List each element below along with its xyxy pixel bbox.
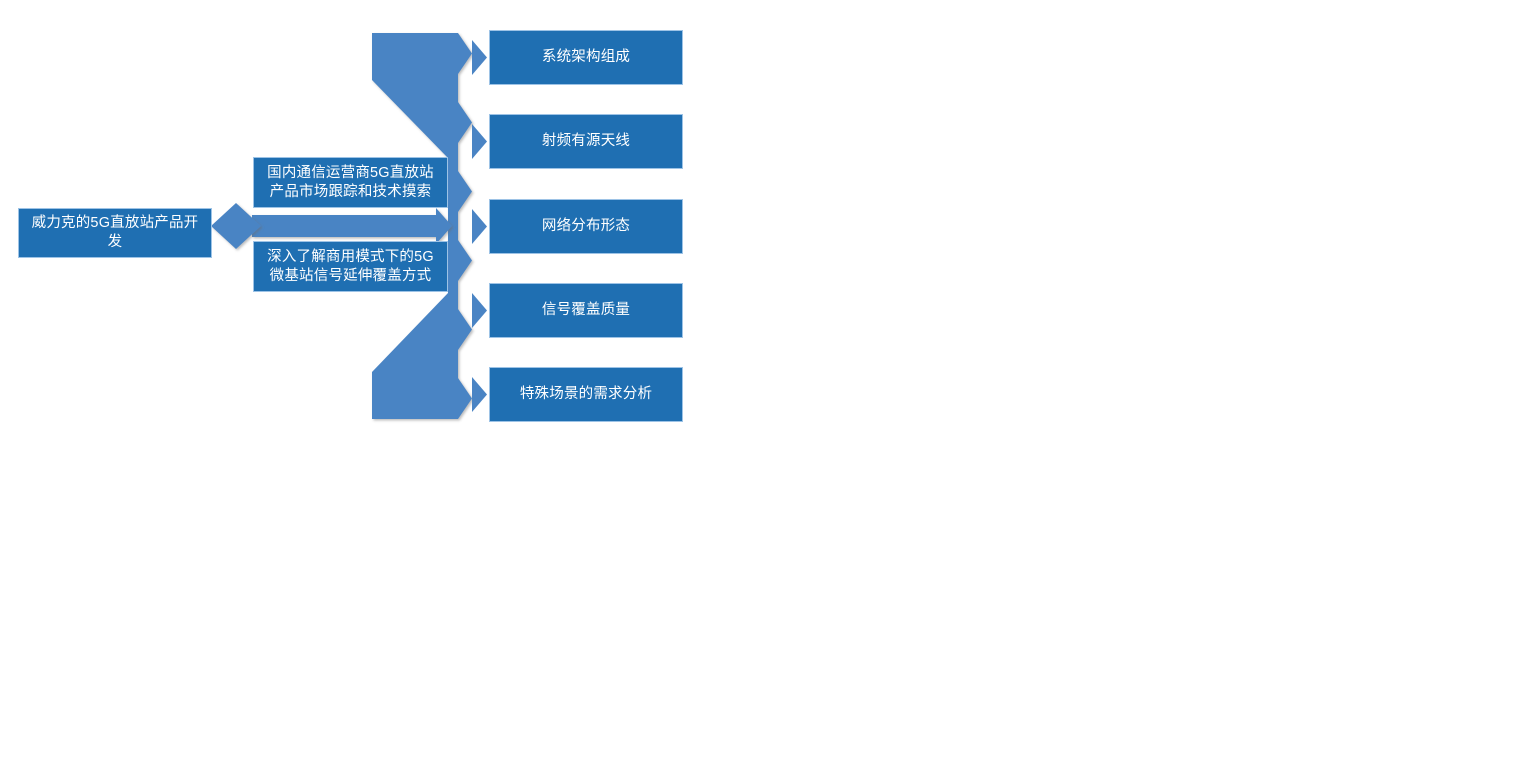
- leaf-node-5[interactable]: 特殊场景的需求分析: [489, 367, 683, 422]
- root-node-label: 威力克的5G直放站产品开发: [31, 215, 199, 250]
- leaf-node-3[interactable]: 网络分布形态: [489, 199, 683, 254]
- leaf-node-1-label: 系统架构组成: [541, 49, 631, 66]
- leaf-node-1[interactable]: 系统架构组成: [489, 30, 683, 85]
- root-node[interactable]: 威力克的5G直放站产品开发: [18, 208, 212, 258]
- leaf-node-2-label: 射频有源天线: [541, 133, 631, 150]
- middle-node-2-label: 深入了解商用模式下的5G微基站信号延伸覆盖方式: [267, 248, 434, 284]
- leaf-node-3-label: 网络分布形态: [541, 218, 631, 235]
- middle-node-2[interactable]: 深入了解商用模式下的5G微基站信号延伸覆盖方式: [253, 241, 448, 292]
- root-to-fan-bar: [252, 208, 452, 244]
- leaf-node-4[interactable]: 信号覆盖质量: [489, 283, 683, 338]
- leaf-node-2[interactable]: 射频有源天线: [489, 114, 683, 169]
- leaf-node-4-label: 信号覆盖质量: [541, 302, 631, 319]
- middle-node-1-label: 国内通信运营商5G直放站产品市场跟踪和技术摸索: [267, 164, 434, 200]
- fan-out-chevron-connector: [372, 33, 472, 419]
- leaf-chevron-arrow-icons: [472, 40, 487, 412]
- leaf-node-5-label: 特殊场景的需求分析: [519, 386, 653, 403]
- middle-node-1[interactable]: 国内通信运营商5G直放站产品市场跟踪和技术摸索: [253, 157, 448, 208]
